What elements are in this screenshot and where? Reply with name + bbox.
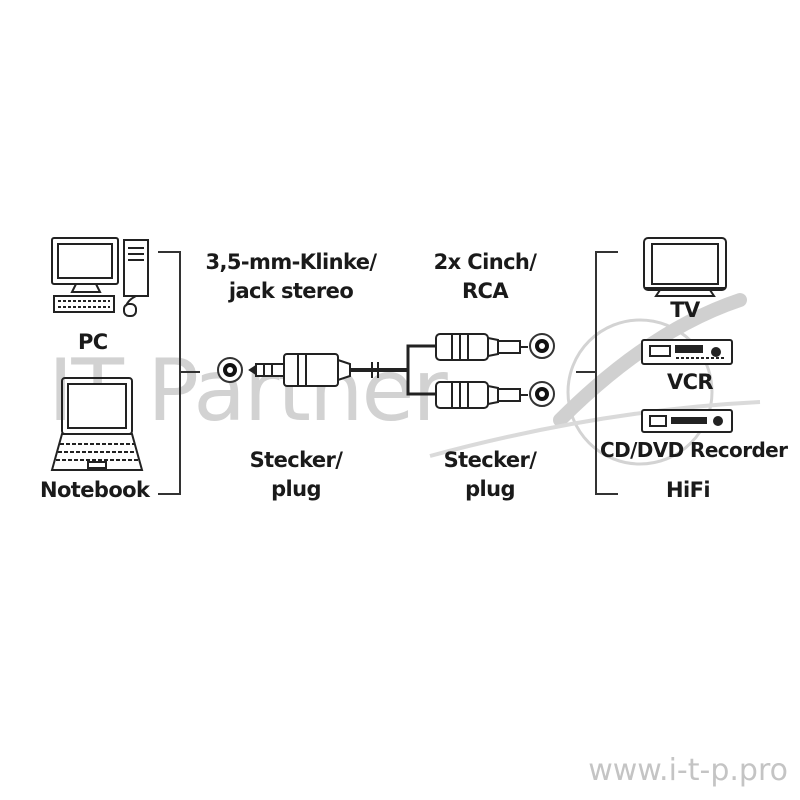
rca-plug-top-icon bbox=[435, 333, 528, 361]
left-bracket bbox=[158, 251, 200, 495]
recorder-icon bbox=[641, 409, 733, 433]
jack-title-line2: jack stereo bbox=[228, 279, 354, 303]
recorder-label: CD/DVD Recorder bbox=[600, 438, 788, 462]
rca-title-line1: 2x Cinch/ bbox=[433, 250, 537, 274]
notebook-icon bbox=[50, 377, 144, 471]
rca-title: 2x Cinch/ RCA bbox=[410, 252, 560, 302]
vcr-icon bbox=[641, 339, 733, 365]
tv-icon bbox=[643, 237, 727, 297]
pc-icon bbox=[51, 237, 149, 317]
jack-plug-icon bbox=[248, 353, 351, 387]
jack-plug-line1: Stecker/ bbox=[249, 448, 343, 472]
rca-plug-line1: Stecker/ bbox=[443, 448, 537, 472]
vcr-label: VCR bbox=[666, 370, 714, 394]
rca-socket-bottom-icon bbox=[529, 381, 555, 407]
audio-cable bbox=[350, 344, 436, 396]
watermark-url: www.i-t-p.pro bbox=[588, 753, 788, 788]
rca-socket-top-icon bbox=[529, 333, 555, 359]
jack-plug-line2: plug bbox=[271, 477, 321, 501]
notebook-label: Notebook bbox=[40, 478, 150, 502]
rca-plug-bottom-icon bbox=[435, 381, 528, 409]
pc-label: PC bbox=[78, 330, 108, 354]
hifi-label: HiFi bbox=[666, 478, 711, 502]
rca-plug-line2: plug bbox=[465, 477, 515, 501]
right-bracket bbox=[576, 251, 618, 495]
rca-plug-label: Stecker/ plug bbox=[420, 450, 560, 500]
jack-title-line1: 3,5-mm-Klinke/ bbox=[205, 250, 378, 274]
jack-socket-icon bbox=[217, 357, 243, 383]
rca-title-line2: RCA bbox=[461, 279, 509, 303]
jack-title: 3,5-mm-Klinke/ jack stereo bbox=[196, 252, 386, 302]
jack-plug-label: Stecker/ plug bbox=[226, 450, 366, 500]
tv-label: TV bbox=[670, 298, 700, 322]
